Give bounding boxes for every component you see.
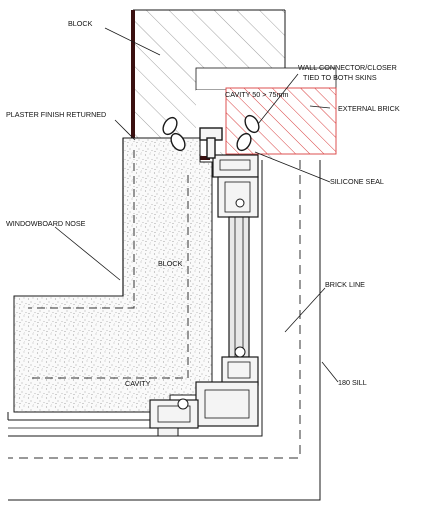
inner-dashed-line: [28, 150, 135, 309]
inner-block-stipple: [13, 137, 213, 413]
leader-lines: [54, 27, 339, 383]
wall-connector-chain: [162, 114, 260, 152]
label-wall-connector-1: WALL CONNECTOR/CLOSER: [298, 63, 397, 72]
label-sill: 180 SILL: [338, 378, 367, 387]
label-brick-line: BRICK LINE: [325, 280, 365, 289]
sill-outline: [7, 160, 321, 501]
label-silicone-seal: SILICONE SEAL: [330, 177, 384, 186]
window-frame-horizontal: [149, 381, 259, 437]
label-plaster-finish: PLASTER FINISH RETURNED: [6, 110, 106, 119]
label-block-inner: BLOCK: [158, 259, 183, 268]
label-cavity-width: CAVITY 50 > 75mm: [225, 90, 288, 99]
label-windowboard-nose: WINDOWBOARD NOSE: [6, 219, 86, 228]
label-wall-connector-2: TIED TO BOTH SKINS: [303, 73, 377, 82]
window-frame-vertical: [212, 154, 259, 386]
wall-tie-bracket: [199, 127, 223, 159]
label-cavity: CAVITY: [125, 379, 151, 388]
label-external-brick: EXTERNAL BRICK: [338, 104, 400, 113]
label-block-top: BLOCK: [68, 19, 93, 28]
